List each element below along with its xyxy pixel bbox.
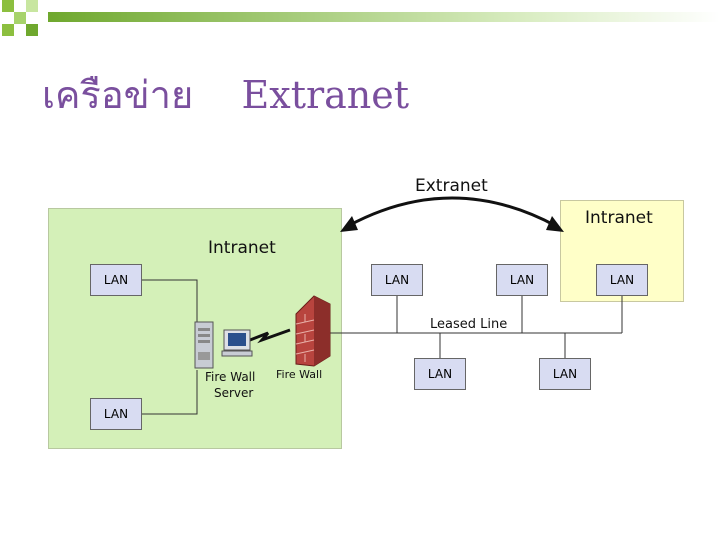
lan-wires xyxy=(142,279,623,415)
wire-lan-to-server xyxy=(142,370,198,415)
lan-box: LAN xyxy=(90,398,142,430)
corner-square-decoration xyxy=(2,24,14,36)
corner-square-decoration xyxy=(14,12,26,24)
lan-box: LAN xyxy=(539,358,591,390)
title-bar-decoration xyxy=(0,0,720,36)
intranet-right-label: Intranet xyxy=(585,208,653,228)
wire-lan-to-server xyxy=(142,279,198,330)
lan-box: LAN xyxy=(414,358,466,390)
intranet-left-label: Intranet xyxy=(208,238,276,258)
server-icon xyxy=(194,321,214,369)
leased-line-label: Leased Line xyxy=(430,317,508,332)
extranet-double-arrow-icon xyxy=(340,196,564,232)
lan-box: LAN xyxy=(90,264,142,296)
extranet-label: Extranet xyxy=(415,176,488,196)
lan-box: LAN xyxy=(496,264,548,296)
corner-square-decoration xyxy=(26,24,38,36)
slide-title: เครือข่าย Extranet xyxy=(42,73,410,117)
firewall-server-label-line1: Fire Wall xyxy=(205,370,256,384)
corner-square-decoration xyxy=(26,0,38,12)
brick-firewall-icon xyxy=(295,295,331,367)
firewall-server-label-line2: Server xyxy=(214,386,254,400)
lan-box: LAN xyxy=(371,264,423,296)
workstation-icon xyxy=(221,329,253,357)
gradient-bar-decoration xyxy=(48,12,720,22)
lan-box: LAN xyxy=(596,264,648,296)
firewall-label: Fire Wall xyxy=(276,368,323,381)
link-lightning-icon xyxy=(249,328,291,344)
corner-square-decoration xyxy=(2,0,14,12)
